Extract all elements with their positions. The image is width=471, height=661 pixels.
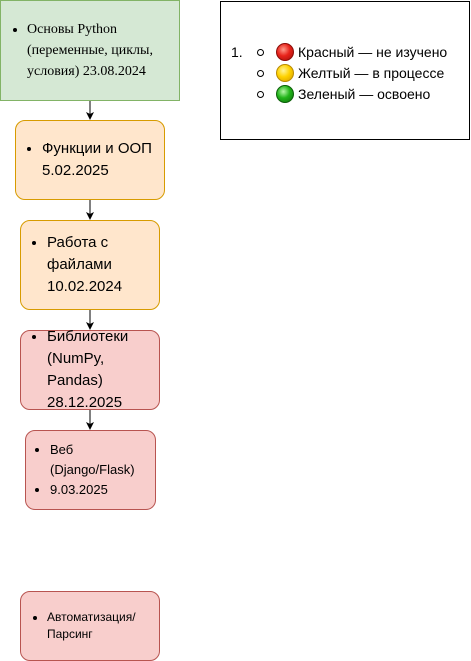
node-functions-oop[interactable]: Функции и ООП 5.02.2025 — [15, 120, 165, 200]
node-files-label: Работа с файлами 10.02.2024 — [47, 232, 159, 298]
legend-item-red: Красный — не изучено — [257, 42, 447, 62]
node-functions-oop-label: Функции и ООП 5.02.2025 — [42, 138, 164, 182]
node-libraries-label: Библиотеки (NumPy, Pandas) 28.12.2025 — [47, 326, 159, 414]
node-web-label-1: Веб (Django/Flask) — [50, 440, 155, 480]
node-files[interactable]: Работа с файлами 10.02.2024 — [20, 220, 160, 310]
node-automation-label: Автоматизация/Парсинг — [47, 609, 159, 643]
legend-label-yellow: Желтый — в процессе — [298, 65, 445, 81]
hollow-bullet-icon — [257, 48, 264, 56]
legend-item-yellow: Желтый — в процессе — [257, 63, 444, 83]
hollow-bullet-icon — [257, 69, 264, 77]
red-circle-icon — [276, 43, 294, 61]
node-web[interactable]: Веб (Django/Flask) 9.03.2025 — [25, 430, 156, 510]
yellow-circle-icon — [276, 64, 294, 82]
node-libraries[interactable]: Библиотеки (NumPy, Pandas) 28.12.2025 — [20, 328, 160, 411]
legend-label-red: Красный — не изучено — [298, 44, 448, 60]
legend-item-green: Зеленый — освоено — [257, 84, 430, 104]
green-circle-icon — [276, 85, 294, 103]
hollow-bullet-icon — [257, 90, 264, 98]
node-python-basics-label: Основы Python (переменные, циклы, услови… — [27, 19, 179, 82]
node-web-label-2: 9.03.2025 — [50, 480, 155, 500]
legend-box[interactable]: 1. Красный — не изучено Желтый — в проце… — [220, 1, 470, 140]
legend-number: 1. — [231, 44, 243, 60]
node-python-basics[interactable]: Основы Python (переменные, циклы, услови… — [0, 0, 180, 101]
legend-label-green: Зеленый — освоено — [298, 86, 431, 102]
node-automation[interactable]: Автоматизация/Парсинг — [20, 591, 160, 661]
